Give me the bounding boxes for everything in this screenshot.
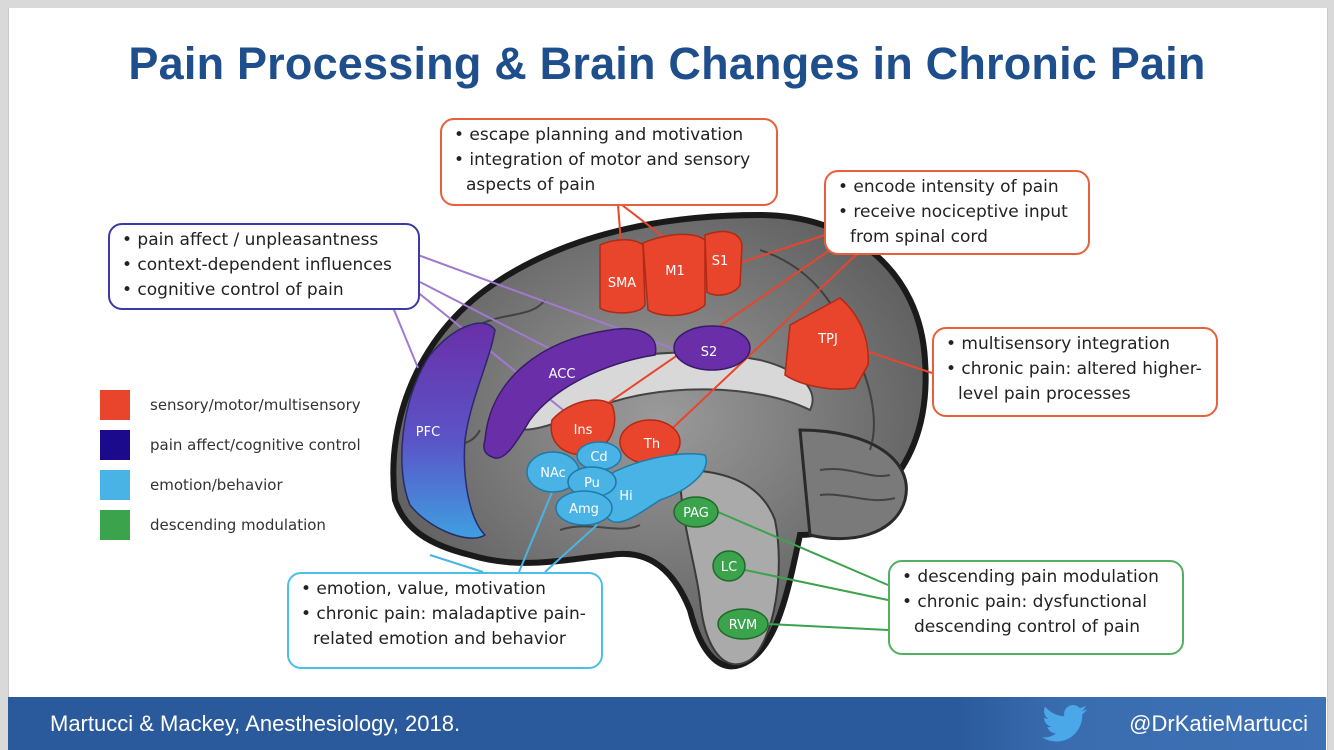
label-s2: S2 xyxy=(701,345,718,360)
label-m1: M1 xyxy=(665,264,685,279)
region-s2 xyxy=(673,325,751,371)
region-pag xyxy=(673,496,719,528)
citation: Martucci & Mackey, Anesthesiology, 2018. xyxy=(50,711,461,736)
label-tpj: TPJ xyxy=(817,332,838,347)
callout-descending: • descending pain modulation • chronic p… xyxy=(888,560,1184,655)
legend-swatch xyxy=(100,430,130,460)
label-hi: Hi xyxy=(619,489,632,504)
label-acc: ACC xyxy=(549,367,576,382)
label-lc: LC xyxy=(721,560,737,575)
callout-motor: • escape planning and motivation • integ… xyxy=(440,118,778,206)
region-hi xyxy=(599,452,708,523)
region-m1 xyxy=(642,233,706,317)
region-s1 xyxy=(704,230,743,296)
cerebellum xyxy=(798,428,908,541)
twitter-handle: @DrKatieMartucci xyxy=(1129,711,1308,736)
twitter-bird-icon xyxy=(1042,705,1088,742)
legend-item-emotion: emotion/behavior xyxy=(100,465,361,505)
legend-swatch xyxy=(100,510,130,540)
label-amg: Amg xyxy=(569,502,599,517)
footer-right-panel xyxy=(956,697,1326,750)
callout-emotion: • emotion, value, motivation • chronic p… xyxy=(287,572,603,669)
label-ins: Ins xyxy=(574,423,593,438)
label-nac: NAc xyxy=(540,466,566,481)
legend-swatch xyxy=(100,470,130,500)
callout-sensory: • encode intensity of pain • receive noc… xyxy=(824,170,1090,255)
callout-affect: • pain affect / unpleasantness • context… xyxy=(108,223,420,310)
label-cd: Cd xyxy=(590,450,607,465)
region-acc xyxy=(483,328,657,459)
label-pu: Pu xyxy=(584,476,600,491)
slide-title: Pain Processing & Brain Changes in Chron… xyxy=(128,38,1206,89)
callout-tpj: • multisensory integration • chronic pai… xyxy=(932,327,1218,417)
label-pfc: PFC xyxy=(416,425,440,440)
region-rvm xyxy=(717,608,769,640)
legend-item-descending: descending modulation xyxy=(100,505,361,545)
region-tpj xyxy=(784,297,869,390)
region-ins xyxy=(550,399,616,456)
label-sma: SMA xyxy=(608,276,636,291)
region-amg xyxy=(555,490,613,526)
region-pfc xyxy=(401,322,496,539)
label-pag: PAG xyxy=(683,506,709,521)
label-rvm: RVM xyxy=(729,618,757,633)
legend: sensory/motor/multisensory pain affect/c… xyxy=(100,385,361,545)
region-lc xyxy=(712,550,746,582)
legend-item-sensory: sensory/motor/multisensory xyxy=(100,385,361,425)
region-sma xyxy=(599,239,646,314)
legend-item-affect: pain affect/cognitive control xyxy=(100,425,361,465)
legend-swatch xyxy=(100,390,130,420)
label-s1: S1 xyxy=(712,254,729,269)
label-th: Th xyxy=(643,437,660,452)
footer-bar: Martucci & Mackey, Anesthesiology, 2018.… xyxy=(8,697,1326,750)
